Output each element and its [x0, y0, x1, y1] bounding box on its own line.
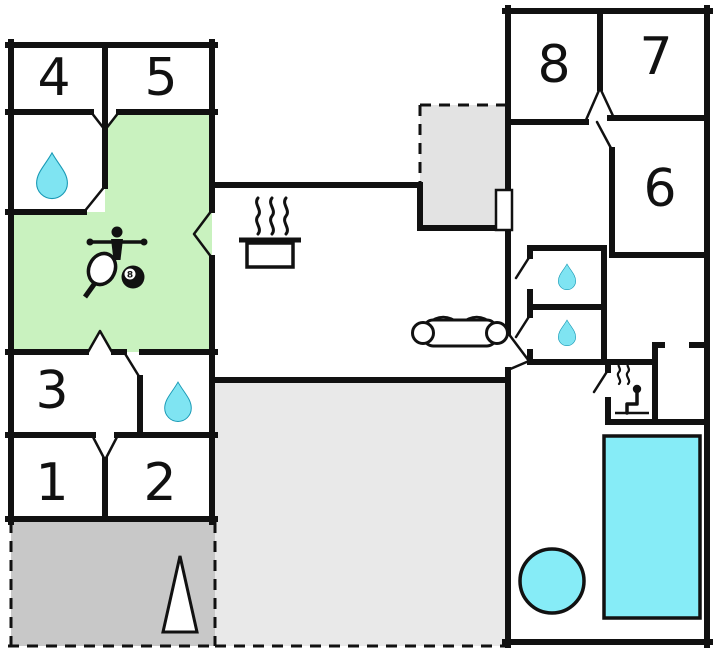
room-6-label: 6 [643, 159, 676, 219]
water-drop-icon [558, 319, 576, 347]
walls [5, 5, 713, 648]
room-8-label: 8 [537, 35, 570, 95]
cooking-pot-icon [239, 196, 301, 269]
sofa-icon [411, 315, 509, 348]
steam-icon [255, 196, 289, 236]
swimming-pool [602, 434, 702, 620]
room-5-label: 5 [144, 48, 177, 108]
room-3-label: 3 [35, 361, 68, 421]
porch-area [420, 105, 506, 230]
water-drop-icon [558, 263, 576, 291]
sauna-icon [615, 362, 649, 415]
door-jamb-marks [82, 86, 616, 462]
water-drop-icon [164, 381, 192, 422]
door-notch [88, 332, 112, 355]
hot-tub [518, 547, 586, 615]
table-tennis-paddle-icon [82, 251, 118, 299]
table-football-icon [86, 226, 148, 260]
room-1-label: 1 [35, 453, 68, 513]
dashed-boundaries [8, 103, 506, 648]
front-door [494, 188, 514, 232]
room-4-label: 4 [37, 48, 70, 108]
water-drop-icon [36, 151, 68, 200]
room-7-label: 7 [639, 27, 672, 87]
terrace-area [215, 383, 506, 646]
boat-triangle-icon [161, 555, 199, 634]
eight-ball-number: 8 [127, 271, 133, 281]
eight-ball-icon: 8 [121, 265, 145, 289]
room-2-label: 2 [143, 453, 176, 513]
